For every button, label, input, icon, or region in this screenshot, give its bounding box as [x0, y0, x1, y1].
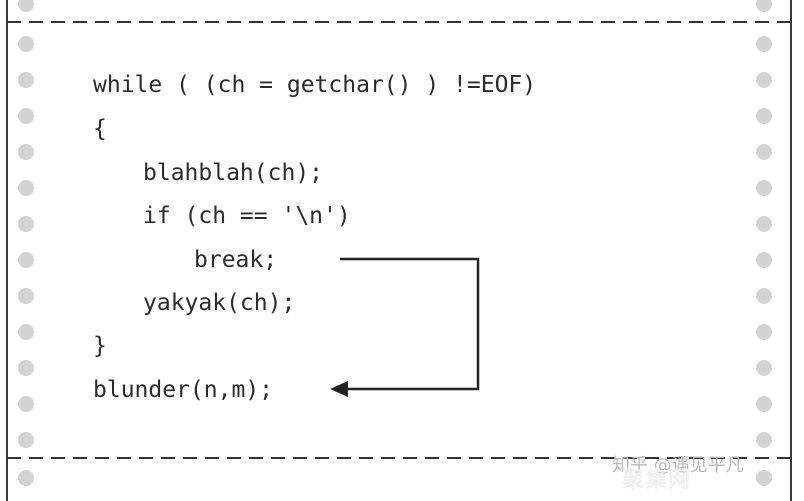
code-line-blunder: blunder(n,m);: [93, 377, 274, 403]
code-line-open-brace: {: [93, 116, 107, 142]
feed-hole: [756, 360, 772, 376]
code-line-close-brace: }: [93, 333, 107, 359]
feed-hole: [18, 288, 34, 304]
watermark-site: 聚集网: [622, 468, 692, 493]
feed-hole: [18, 324, 34, 340]
left-feed-holes: [18, 0, 34, 486]
code-line-while: while ( (ch = getchar() ) !=EOF): [93, 72, 537, 98]
code-line-blahblah: blahblah(ch);: [143, 160, 324, 186]
arrow-head: [330, 381, 348, 397]
code-line-break: break;: [194, 247, 278, 273]
feed-hole: [18, 108, 34, 124]
right-feed-holes: [756, 0, 772, 486]
code-line-yakyak: yakyak(ch);: [143, 290, 296, 316]
feed-hole: [18, 0, 34, 12]
feed-hole: [756, 252, 772, 268]
feed-hole: [18, 396, 34, 412]
feed-hole: [756, 36, 772, 52]
feed-hole: [18, 36, 34, 52]
feed-hole: [18, 180, 34, 196]
feed-hole: [18, 252, 34, 268]
feed-hole: [18, 216, 34, 232]
feed-hole: [18, 144, 34, 160]
feed-hole: [756, 216, 772, 232]
feed-hole: [756, 180, 772, 196]
feed-hole: [18, 470, 34, 486]
feed-hole: [756, 432, 772, 448]
feed-hole: [756, 288, 772, 304]
break-flow-arrow: [340, 257, 480, 391]
feed-hole: [756, 0, 772, 12]
feed-hole: [18, 360, 34, 376]
feed-hole: [18, 72, 34, 88]
watermark-zhihu: 知乎 @遇见平凡: [612, 455, 744, 476]
feed-hole: [756, 108, 772, 124]
feed-hole: [18, 432, 34, 448]
feed-hole: [756, 144, 772, 160]
feed-hole: [756, 396, 772, 412]
code-line-if: if (ch == '\n'): [143, 203, 351, 229]
feed-hole: [756, 324, 772, 340]
feed-hole: [756, 470, 772, 486]
feed-hole: [756, 72, 772, 88]
